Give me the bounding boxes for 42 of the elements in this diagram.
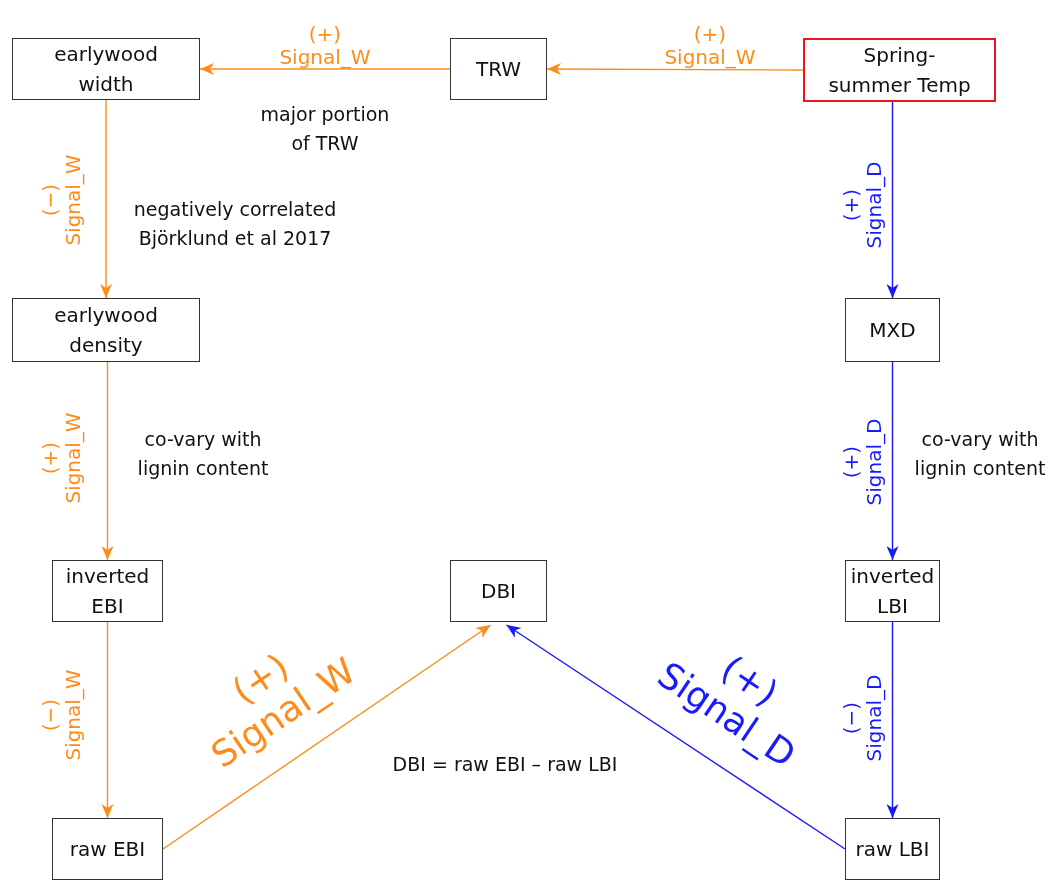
annotation: co-vary with lignin content <box>136 427 270 482</box>
node-label: inverted LBI <box>849 563 936 620</box>
annotation: negatively correlated Björklund et al 2017 <box>132 197 338 252</box>
edge-label: (−) Signal_W <box>39 669 85 761</box>
node-box <box>450 560 547 622</box>
arrow <box>886 361 899 561</box>
annotation: DBI = raw EBI – raw LBI <box>391 752 619 777</box>
node-label: DBI <box>481 578 516 605</box>
node-box <box>845 298 940 362</box>
node-label: earlywood width <box>53 41 159 98</box>
arrow <box>505 624 846 850</box>
node-box <box>12 38 200 100</box>
arrow <box>886 101 899 299</box>
node-label: inverted EBI <box>64 563 151 620</box>
node-label: raw EBI <box>69 836 146 863</box>
edge-label: (+) Signal_W <box>664 23 756 69</box>
node-label: raw LBI <box>855 836 930 863</box>
arrow <box>886 621 899 819</box>
node-box <box>803 38 996 102</box>
node-box <box>12 298 200 362</box>
edge-label: (−) Signal_W <box>39 154 85 246</box>
edge-label: (+) Signal_D <box>840 418 886 506</box>
edge-label: (+) Signal_W <box>39 412 85 504</box>
node-box <box>845 818 940 880</box>
edge-label: (−) Signal_D <box>840 674 886 762</box>
edge-label: (+) Signal_D <box>840 161 886 249</box>
arrow <box>101 361 114 561</box>
arrow <box>101 621 114 819</box>
annotation: major portion of TRW <box>259 102 391 157</box>
node-label: earlywood density <box>53 302 159 359</box>
node-box <box>52 818 163 880</box>
arrow <box>546 63 804 76</box>
node-label: TRW <box>475 56 522 83</box>
edge-label: (+) Signal_W <box>279 23 371 69</box>
node-box <box>52 560 163 622</box>
node-label: Spring-summer Temp <box>827 42 972 99</box>
node-label: MXD <box>869 317 916 344</box>
node-box <box>450 38 547 100</box>
arrow <box>199 63 451 75</box>
arrow <box>162 624 492 850</box>
annotation: co-vary with lignin content <box>913 427 1047 482</box>
arrow <box>100 99 112 299</box>
